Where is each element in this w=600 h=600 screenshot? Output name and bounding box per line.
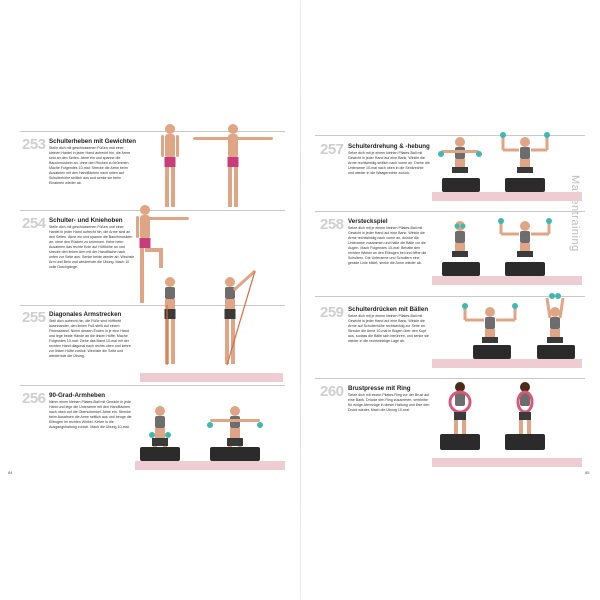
exercise-title: Schulterdrehung & -hebung <box>348 143 430 150</box>
section-title: Mattentraining <box>569 175 581 252</box>
exercise-title: Versteckspiel <box>348 218 388 225</box>
exercise-number: 253 <box>22 136 46 153</box>
exercise-number: 254 <box>22 215 46 232</box>
separator <box>20 131 285 132</box>
exercise-title: Schulterdrücken mit Bällen <box>348 306 429 313</box>
exercise-title: Diagonales Armstrecken <box>49 311 122 318</box>
bench <box>210 447 260 461</box>
separator <box>315 135 585 136</box>
exercise-number: 257 <box>320 141 344 158</box>
bench <box>505 434 545 450</box>
page-number-right: 85 <box>585 470 590 475</box>
bench <box>505 178 545 192</box>
exercise-257-photo-end <box>500 132 550 173</box>
exercise-number: 258 <box>320 216 344 233</box>
separator <box>20 305 285 306</box>
exercise-257-photo-start <box>438 137 482 173</box>
separator <box>20 385 285 386</box>
exercise-258-photo-start <box>452 221 468 257</box>
exercise-mat <box>432 192 582 201</box>
exercise-description: Nimm einen kleinen Pilates-Ball mit Gewi… <box>49 400 132 429</box>
exercise-mat <box>140 373 283 382</box>
exercise-258-photo-end <box>498 218 552 257</box>
exercise-description: Setze dich mit einem Pilates-Ring vor de… <box>348 393 430 412</box>
exercise-title: Brustpresse mit Ring <box>348 385 411 392</box>
bench <box>537 345 575 359</box>
exercise-253-photo-end <box>193 124 273 207</box>
bench <box>140 447 180 461</box>
exercise-number: 260 <box>320 383 344 400</box>
exercise-mat <box>135 461 285 470</box>
exercise-259-photo-start <box>462 303 518 343</box>
exercise-title: 90-Grad-Armheben <box>49 392 106 399</box>
exercise-255-photo-start <box>164 277 176 365</box>
separator <box>20 210 285 211</box>
exercise-description: Stell dich aufrecht hin, die Füße sind h… <box>49 319 131 358</box>
separator <box>315 378 585 379</box>
bench <box>440 434 480 450</box>
exercise-title: Schulter- und Kniehoben <box>49 217 123 224</box>
bench <box>442 262 480 276</box>
exercise-number: 259 <box>320 304 344 321</box>
exercise-title: Schulterheben mit Gewichten <box>49 138 136 145</box>
bench <box>505 262 545 276</box>
exercise-254-photo <box>136 205 189 303</box>
separator <box>315 296 585 297</box>
book-spine <box>300 0 301 600</box>
exercise-description: Stelle dich mit geschlossenen Füßen und … <box>49 146 131 185</box>
exercise-259-photo-end <box>545 293 565 343</box>
exercise-253-photo-start <box>161 124 179 207</box>
exercise-255-photo-end <box>224 269 257 366</box>
page-number-left: 84 <box>8 470 13 475</box>
bench <box>442 178 480 192</box>
exercise-description: Stelle dich mit geschlossenen Füßen und … <box>49 225 135 269</box>
bench <box>473 345 511 359</box>
exercise-number: 256 <box>22 390 46 407</box>
exercise-mat <box>432 359 582 368</box>
exercise-description: Setze dich mit je einem kleinen Pilates-… <box>348 226 427 265</box>
exercise-mat <box>432 458 582 467</box>
separator <box>315 211 585 212</box>
exercise-number: 255 <box>22 309 46 326</box>
exercise-mat <box>432 276 582 285</box>
exercise-description: Setze dich mit je einem kleinen Pilates-… <box>348 314 429 343</box>
exercise-description: Setze dich mit je einem kleinen Pilates-… <box>348 151 430 175</box>
